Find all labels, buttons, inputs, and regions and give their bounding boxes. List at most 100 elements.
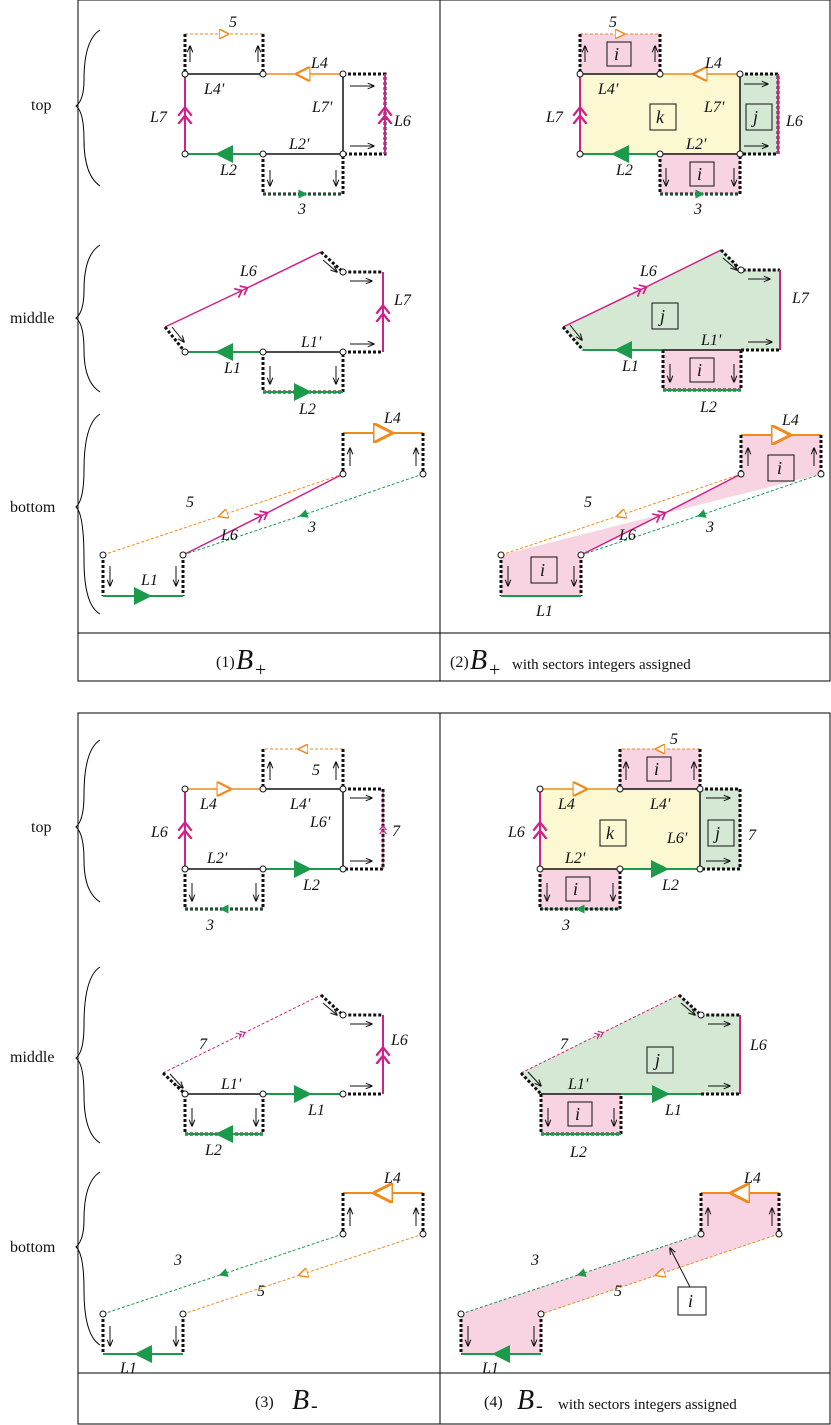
edge-label-L6: L6 bbox=[220, 527, 238, 544]
edge-label-L4p: L4' bbox=[203, 81, 225, 98]
row-label-top-1: top bbox=[31, 97, 51, 114]
brace-top-1 bbox=[75, 29, 101, 187]
caption-2-text: with sectors integers assigned bbox=[512, 657, 691, 673]
edge-label-3: 3 bbox=[705, 519, 714, 536]
sector-k: k bbox=[606, 823, 615, 843]
edge-label-L2: L2 bbox=[699, 399, 717, 416]
panel2-top: i k j i 5 L4 L4' L7 L7' L6 L2' L2 3 bbox=[545, 14, 803, 218]
panel-b-minus-sectors: i k j i 5 L4 L4' L6 L6' 7 L2' L2 3 bbox=[457, 731, 783, 1377]
caption-1-number: (1) bbox=[216, 654, 235, 671]
edge-label-L1: L1 bbox=[481, 1360, 499, 1377]
edge-label-L4: L4 bbox=[557, 796, 575, 813]
edge-label-L6p: L6' bbox=[309, 814, 331, 831]
edge-label-L4: L4 bbox=[310, 55, 328, 72]
edge-label-L6p: L6' bbox=[666, 830, 688, 847]
edge-label-L2: L2 bbox=[569, 1144, 587, 1161]
brace-bottom-2 bbox=[75, 1171, 101, 1346]
edge-label-L7: L7 bbox=[545, 109, 564, 126]
edge-label-L1p: L1' bbox=[567, 1076, 589, 1093]
panel-b-plus-sectors: i k j i 5 L4 L4' L7 L7' L6 L2' L2 3 bbox=[497, 14, 825, 620]
edge-label-L1p: L1' bbox=[300, 334, 322, 351]
brace-middle-2 bbox=[75, 966, 101, 1144]
panel1-top: 5 L4 L4' L7 L7' L6 L2' L2 3 bbox=[149, 14, 411, 218]
edge-label-L1: L1 bbox=[119, 1360, 137, 1377]
panel1-middle: L6 L7 L1' L1 L2 bbox=[163, 250, 412, 418]
edge-label-L4p: L4' bbox=[649, 796, 671, 813]
edge-label-5: 5 bbox=[584, 494, 592, 511]
sector-i: i bbox=[697, 164, 702, 184]
brace-top-2 bbox=[75, 739, 101, 903]
sector-j: j bbox=[713, 823, 720, 843]
panel2-middle: j i L6 L7 L1' L1 L2 bbox=[561, 248, 810, 416]
edge-label-3: 3 bbox=[530, 1252, 539, 1269]
edge-label-5: 5 bbox=[229, 14, 237, 31]
edge-label-L2p: L2' bbox=[206, 850, 228, 867]
edge-label-5: 5 bbox=[312, 762, 320, 779]
edge-label-L6: L6 bbox=[239, 263, 257, 280]
edge-label-L6: L6 bbox=[749, 1037, 767, 1054]
edge-label-3: 3 bbox=[173, 1252, 182, 1269]
panel3-top: 5 L4 L4' L6 L6' 7 L2' L2 3 bbox=[150, 749, 401, 934]
edge-label-L1: L1 bbox=[307, 1102, 325, 1119]
panel4-middle: j i 7 L6 L1' L1 L2 bbox=[519, 993, 767, 1161]
edge-label-5: 5 bbox=[186, 494, 194, 511]
caption-2-number: (2) bbox=[450, 654, 469, 671]
frame-upper bbox=[77, 0, 831, 682]
edge-label-L1p: L1' bbox=[220, 1076, 242, 1093]
sector-k: k bbox=[656, 107, 665, 127]
panel-b-minus: 5 L4 L4' L6 L6' 7 L2' L2 3 bbox=[99, 749, 427, 1377]
sector-i: i bbox=[654, 759, 659, 779]
caption-2-sign: + bbox=[489, 659, 500, 681]
caption-1-sign: + bbox=[255, 659, 266, 681]
edge-label-L1: L1 bbox=[535, 603, 553, 620]
edge-label-L6: L6 bbox=[639, 263, 657, 280]
edge-label-7: 7 bbox=[748, 827, 757, 844]
edge-label-L7: L7 bbox=[393, 292, 412, 309]
edge-label-L4: L4 bbox=[743, 1170, 761, 1187]
caption-2-symbol: B bbox=[470, 645, 487, 676]
sector-j: j bbox=[658, 306, 665, 326]
edge-label-7: 7 bbox=[560, 1036, 569, 1053]
edge-label-L4: L4 bbox=[383, 410, 401, 427]
caption-1: (1) B + bbox=[216, 645, 266, 681]
row-labels: top middle bottom top middle bottom bbox=[10, 29, 101, 1346]
edge-label-L1: L1 bbox=[664, 1102, 682, 1119]
edge-label-L6: L6 bbox=[393, 113, 411, 130]
edge-label-L2p: L2' bbox=[685, 136, 707, 153]
edge-label-3: 3 bbox=[561, 917, 570, 934]
sector-i: i bbox=[614, 44, 619, 64]
panel4-top: i k j i 5 L4 L4' L6 L6' 7 L2' L2 3 bbox=[507, 731, 757, 934]
caption-2: (2) B + with sectors integers assigned bbox=[450, 645, 691, 681]
edge-label-7: 7 bbox=[392, 823, 401, 840]
panel-b-plus: 5 L4 L4' L7 L7' L6 L2' L2 3 bbox=[99, 14, 427, 605]
edge-label-L6: L6 bbox=[390, 1032, 408, 1049]
edge-label-L7: L7 bbox=[791, 290, 810, 307]
caption-4-number: (4) bbox=[484, 1394, 503, 1411]
edge-label-L2: L2 bbox=[661, 877, 679, 894]
panel3-middle: 7 L6 L1' L1 L2 bbox=[161, 993, 408, 1159]
caption-3-symbol: B bbox=[292, 1385, 309, 1416]
edge-label-L6: L6 bbox=[150, 824, 168, 841]
edge-label-7: 7 bbox=[199, 1036, 208, 1053]
edge-label-L2: L2 bbox=[204, 1142, 222, 1159]
edge-label-L4: L4 bbox=[383, 1170, 401, 1187]
edge-label-L7p: L7' bbox=[311, 99, 333, 116]
brace-middle-1 bbox=[75, 244, 101, 393]
edge-label-L1p: L1' bbox=[700, 332, 722, 349]
sector-i: i bbox=[688, 1291, 693, 1311]
edge-label-5: 5 bbox=[614, 1283, 622, 1300]
edge-label-5: 5 bbox=[670, 731, 678, 748]
sector-i: i bbox=[540, 560, 545, 580]
edge-label-3: 3 bbox=[205, 917, 214, 934]
edge-label-L2p: L2' bbox=[288, 136, 310, 153]
panel2-bottom: i i L4 5 L6 3 L1 bbox=[497, 412, 825, 620]
sector-i: i bbox=[573, 879, 578, 899]
edge-label-L7p: L7' bbox=[703, 99, 725, 116]
edge-label-L4: L4 bbox=[704, 55, 722, 72]
edge-label-L2: L2 bbox=[302, 877, 320, 894]
row-label-bottom-2: bottom bbox=[10, 1239, 56, 1256]
edge-label-L2p: L2' bbox=[564, 850, 586, 867]
caption-4-symbol: B bbox=[517, 1385, 534, 1416]
caption-4-sign: - bbox=[536, 1395, 543, 1417]
